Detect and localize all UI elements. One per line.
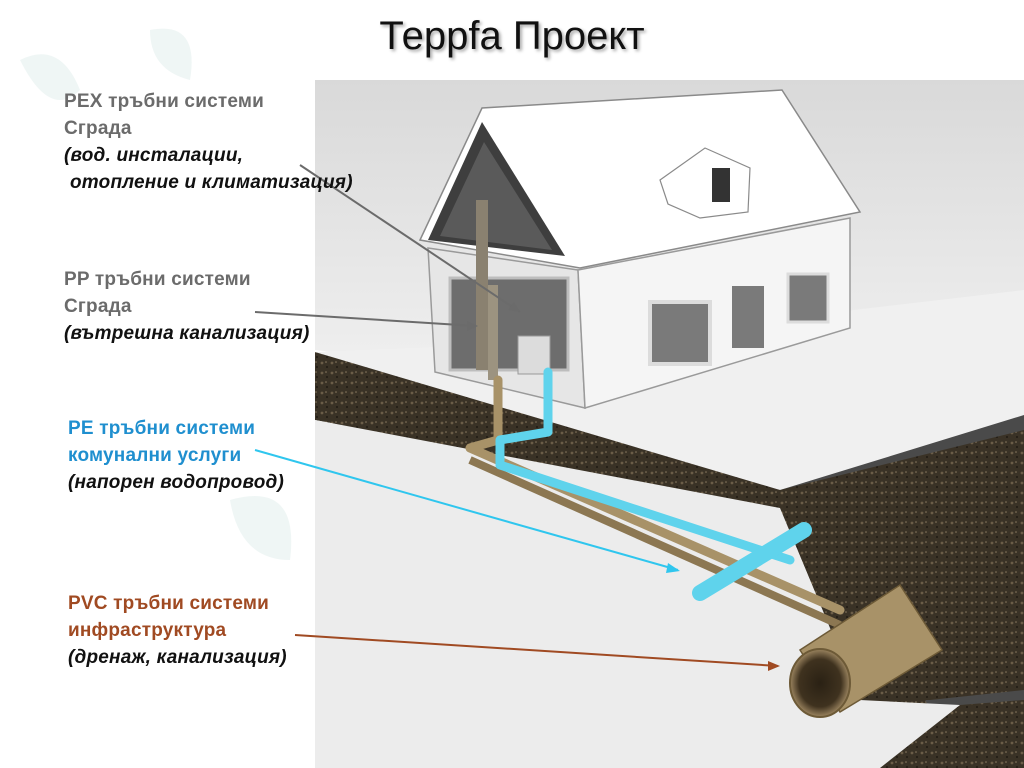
pp-label-line: (вътрешна канализация) (64, 323, 310, 344)
pointer-lines (254, 164, 780, 671)
house (418, 89, 862, 409)
pvc-label-line: PVC тръбни системи (68, 593, 270, 614)
pvc-main-pipe-end (789, 648, 851, 718)
pex-label-line: Сграда (64, 118, 132, 139)
pex-pointer (299, 164, 521, 313)
pe-pipe (495, 367, 795, 565)
pe-main-pipe (692, 522, 812, 601)
indoor-pipe-column (488, 285, 498, 380)
pvc-pointer (294, 634, 779, 667)
pp-label: PP тръбни системи Сграда (вътрешна канал… (64, 266, 310, 347)
pp-label-line: Сграда (64, 296, 132, 317)
ground-surface (315, 290, 1024, 490)
pvc-pipe (465, 375, 845, 615)
boiler (517, 335, 551, 375)
pvc-pipe-run (465, 375, 944, 718)
pex-label: PEX тръбни системи Сграда (вод. инсталац… (64, 88, 353, 196)
pe-label-line: (напорен водопровод) (68, 472, 284, 493)
pe-pointer (254, 449, 679, 571)
pe-pointer-arrow (666, 563, 680, 573)
pex-pointer-arrow (508, 302, 520, 312)
pex-label-line: отопление и климатизация) (70, 172, 353, 193)
pp-pointer-arrow (467, 321, 478, 331)
house-window-side (648, 300, 712, 366)
pvc-pipe (468, 456, 842, 629)
pe-label-line: комунални услуги (68, 445, 242, 466)
pvc-label-line: (дренаж, канализация) (68, 647, 287, 668)
pp-pointer (254, 311, 477, 327)
pex-label-line: PEX тръбни системи (64, 91, 265, 112)
pp-label-line: PP тръбни системи (64, 269, 251, 290)
pvc-label: PVC тръбни системи инфраструктура (дрена… (68, 590, 287, 671)
dormer-window (712, 168, 730, 202)
pe-label-line: PE тръбни системи (68, 418, 256, 439)
pvc-label-line: инфраструктура (68, 620, 227, 641)
house-door (732, 286, 764, 348)
house-side-wall (577, 217, 851, 409)
pe-pipe-run (495, 367, 812, 601)
house-gable-inner (440, 142, 552, 250)
background-decoration (20, 28, 292, 560)
pex-label-line: (вод. инсталации, (64, 145, 244, 166)
pvc-pointer-arrow (768, 661, 780, 671)
indoor-pipe-column (476, 200, 488, 370)
page-title: Терpfa Проект (379, 14, 645, 58)
house-window-right (786, 272, 830, 324)
pe-label: PE тръбни системи комунални услуги (напо… (68, 415, 284, 496)
